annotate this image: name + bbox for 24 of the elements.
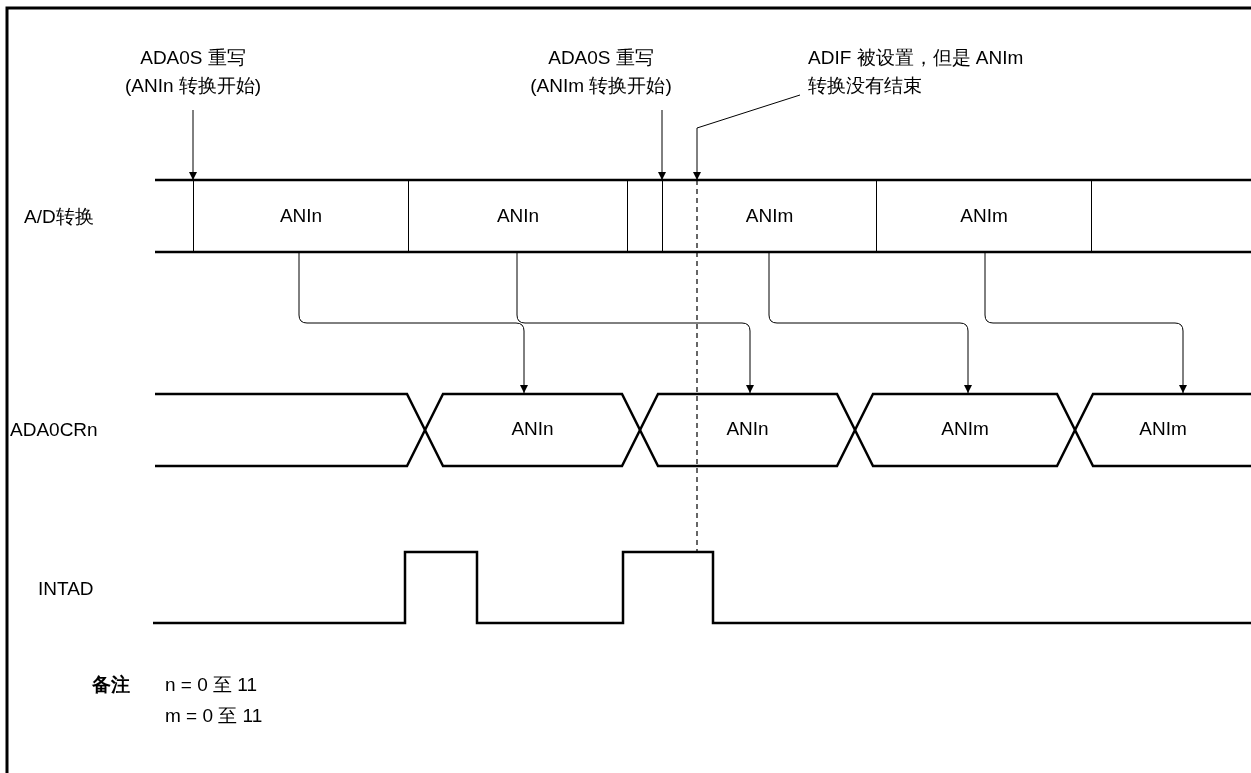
segment-label: ANIm (960, 205, 1008, 227)
segment-label: ANIn (496, 205, 540, 227)
signal-name: INTAD (38, 578, 94, 600)
signal-name: ADA0CRn (10, 419, 98, 441)
segment-label: ANIm (1138, 418, 1188, 440)
arrow (189, 109, 197, 181)
leader-arrow (693, 94, 801, 181)
segment-label: ANIm (745, 205, 794, 227)
note-text: m = 0 至 11 (165, 704, 263, 728)
arrow (984, 251, 1187, 394)
segment-label: ANIn (510, 418, 555, 440)
segment-label: ANIn (725, 418, 770, 440)
note-heading: 备注 (92, 673, 130, 697)
arrow (298, 251, 528, 394)
arrow (768, 251, 972, 394)
callout-text: ADA0S 重写 (ANIm 转换开始) (486, 44, 716, 100)
arrow (658, 109, 666, 181)
note-text: n = 0 至 11 (165, 673, 258, 697)
segment-label: ANIn (279, 205, 323, 227)
signal-name: A/D转换 (24, 205, 94, 229)
segment-label: ANIm (940, 418, 990, 440)
callout-text: ADIF 被设置，但是 ANIm 转换没有结束 (808, 44, 1098, 100)
callout-text: ADA0S 重写 (ANIn 转换开始) (78, 44, 308, 100)
arrow (516, 251, 754, 394)
